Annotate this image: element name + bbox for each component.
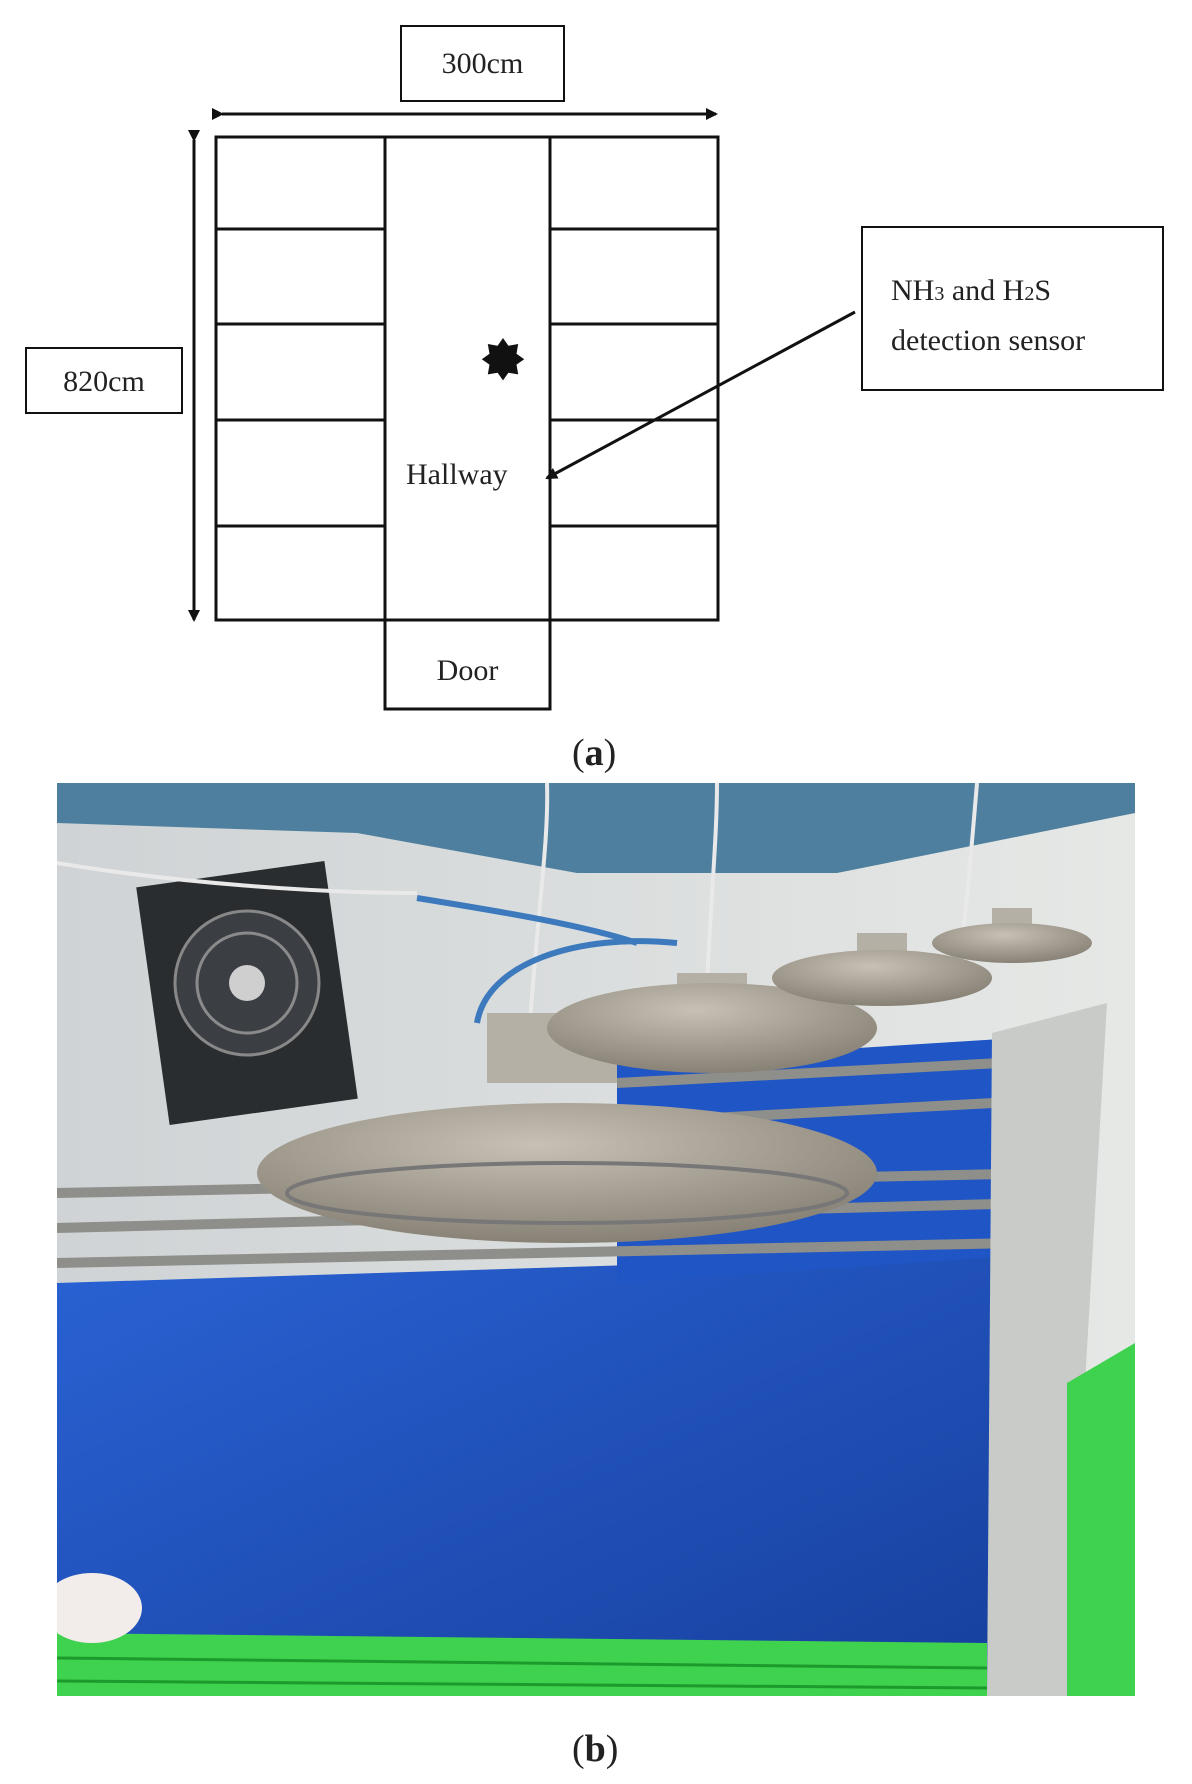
exhaust-fan-icon — [136, 860, 358, 1126]
sensor-marker-icon — [481, 338, 525, 381]
floor-plan-diagram — [188, 108, 856, 711]
slatted-floor-right — [1067, 1343, 1135, 1696]
hallway-label: Hallway — [406, 458, 508, 491]
heat-lamp-2 — [547, 973, 877, 1073]
heat-lamp-3 — [772, 933, 992, 1006]
pen-photograph — [57, 783, 1135, 1696]
room-outline — [214, 135, 720, 622]
floor-slats — [57, 1656, 988, 1690]
width-label-box: 300cm — [400, 25, 565, 102]
heat-lamp-4 — [932, 908, 1092, 963]
width-label: 300cm — [441, 47, 524, 80]
sensor-pointer-arrow — [545, 310, 856, 480]
length-label: 820cm — [63, 365, 145, 398]
caption-b: (b) — [572, 1728, 619, 1770]
pen-panel-near — [57, 1253, 1017, 1696]
sensor-label-line1: NH3 and H2S — [891, 274, 1052, 307]
sensor-label-line2: detection sensor — [891, 324, 1086, 357]
ceiling-duct — [57, 783, 1135, 873]
right-pen-dividers — [550, 227, 718, 528]
door-label: Door — [436, 654, 499, 687]
caption-a: (a) — [572, 732, 617, 774]
length-label-box: 820cm — [25, 347, 183, 414]
door-outline — [383, 618, 552, 711]
piglet — [57, 1573, 142, 1643]
sensor-label-box: NH3 and H2S detection sensor — [861, 226, 1164, 391]
blue-cables — [416, 895, 678, 1024]
left-pen-dividers — [216, 227, 385, 528]
